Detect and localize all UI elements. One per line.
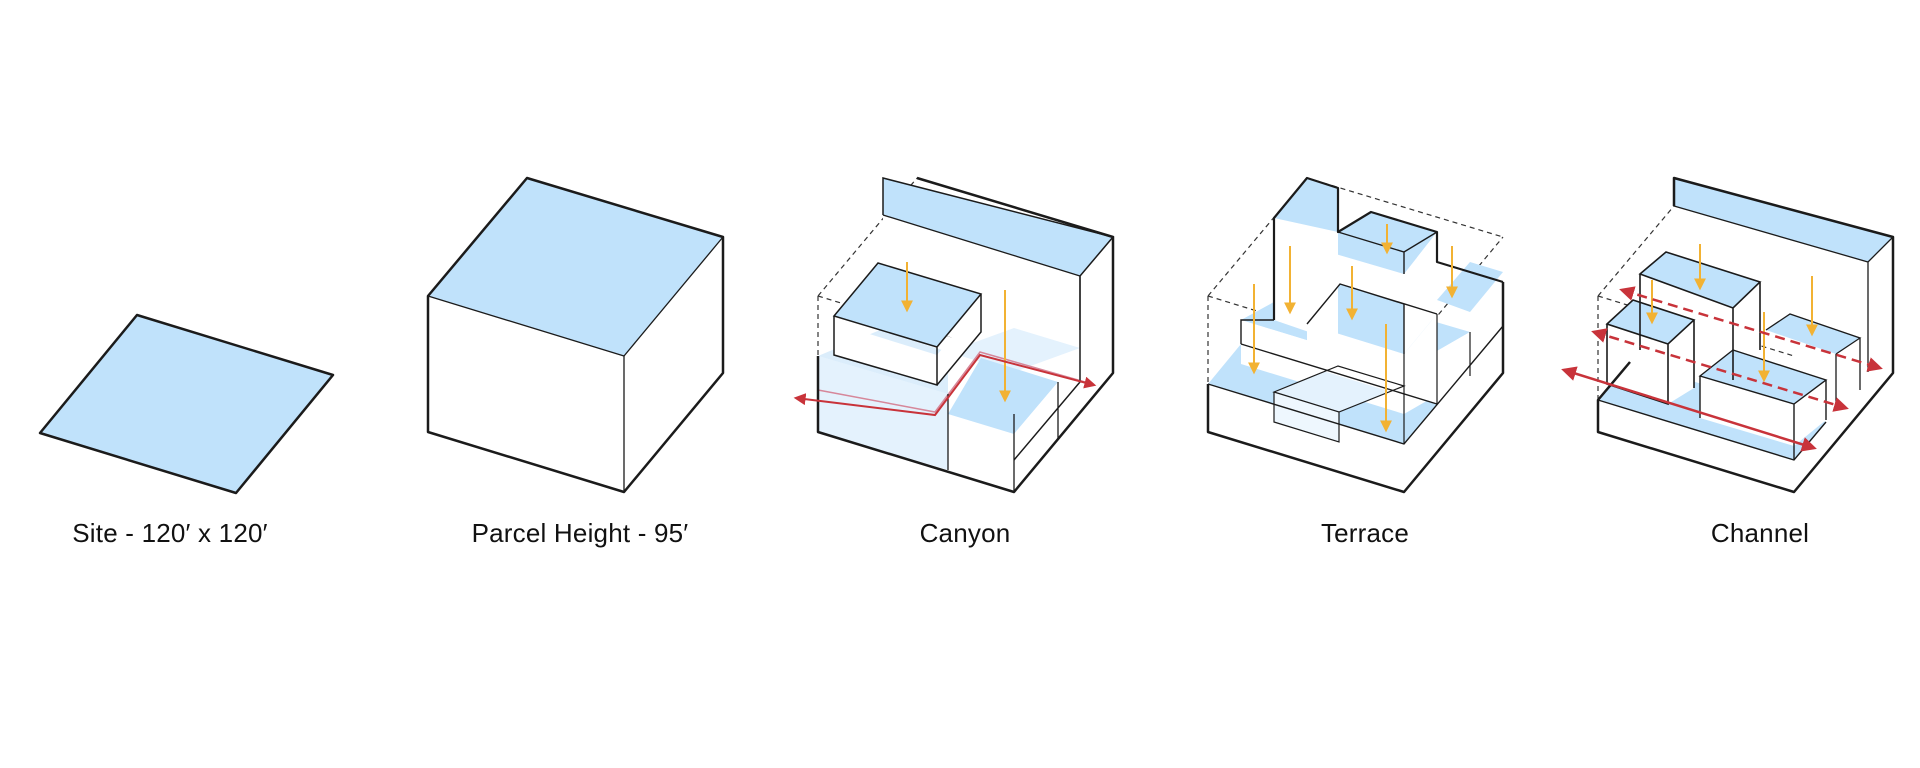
canyon-tower-roof [883, 178, 1113, 276]
caption-site: Site - 120′ x 120′ [72, 518, 268, 548]
site-plane [38, 313, 335, 495]
parcel-outline [426, 176, 725, 494]
parcel-left-face [428, 296, 624, 492]
wind-arrow [793, 353, 1097, 417]
caption-canyon: Canyon [919, 518, 1011, 548]
canyon-diagram [793, 176, 1115, 494]
parcel-right-face [624, 237, 723, 492]
site-diagram [38, 313, 335, 495]
caption-terrace: Terrace [1320, 518, 1410, 548]
terrace-diagram [1206, 176, 1505, 494]
caption-parcel-height: Parcel Height - 95′ [471, 518, 689, 548]
channel-diagram [1561, 176, 1895, 494]
parcel-height-diagram [426, 176, 725, 494]
wind-arrow [1561, 366, 1817, 452]
channel-tower-roof [1674, 178, 1893, 262]
caption-channel: Channel [1710, 518, 1810, 548]
parcel-roof [428, 178, 723, 356]
canyon-block-left [834, 323, 937, 385]
canyon-outline [816, 176, 1115, 494]
terrace-outline [1206, 282, 1505, 494]
